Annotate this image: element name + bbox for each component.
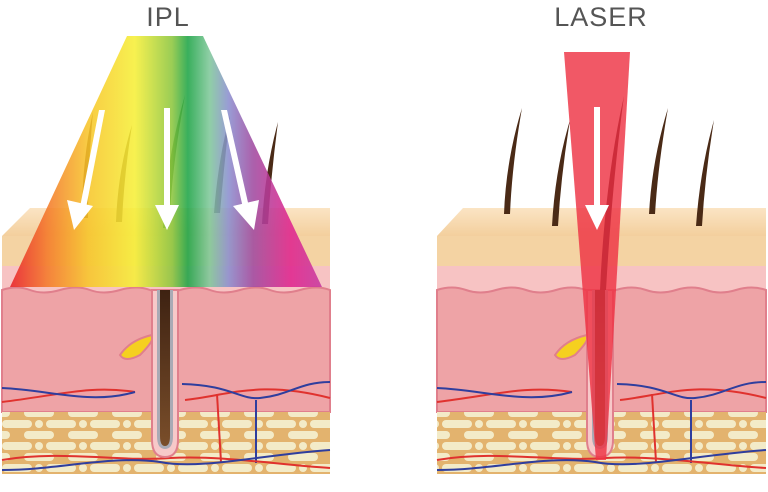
ipl-artery-bottom [1, 454, 331, 469]
laser-hair [649, 108, 668, 214]
ipl-artery [1, 388, 136, 403]
ipl-vein [1, 387, 136, 399]
laser-vein-right [616, 381, 767, 400]
laser-hair [552, 120, 570, 226]
laser-artery [436, 388, 573, 403]
laser-hair [504, 108, 522, 214]
ipl-title: IPL [146, 2, 190, 32]
ipl-sebaceous-gland [118, 333, 153, 360]
laser-panel [436, 52, 767, 474]
ipl-arrow-center [155, 108, 179, 230]
ipl-vein-bottom [1, 449, 331, 471]
ipl-vein-right [181, 381, 331, 400]
ipl-panel [1, 36, 331, 474]
ipl-artery-right [184, 388, 331, 401]
ipl-arrow-right [221, 110, 259, 230]
laser-arrow [585, 107, 609, 230]
laser-title: LASER [554, 2, 648, 32]
ipl-artery-vertical [216, 393, 222, 463]
laser-vein [436, 387, 573, 399]
laser-artery-right [619, 388, 767, 401]
ipl-arrow-left [67, 110, 105, 230]
laser-hair [696, 120, 714, 226]
laser-vein-bottom [436, 449, 767, 471]
laser-beam [564, 52, 630, 460]
laser-artery-vertical [651, 393, 657, 463]
laser-sebaceous-gland [553, 333, 588, 360]
ipl-hair-root [160, 290, 170, 446]
